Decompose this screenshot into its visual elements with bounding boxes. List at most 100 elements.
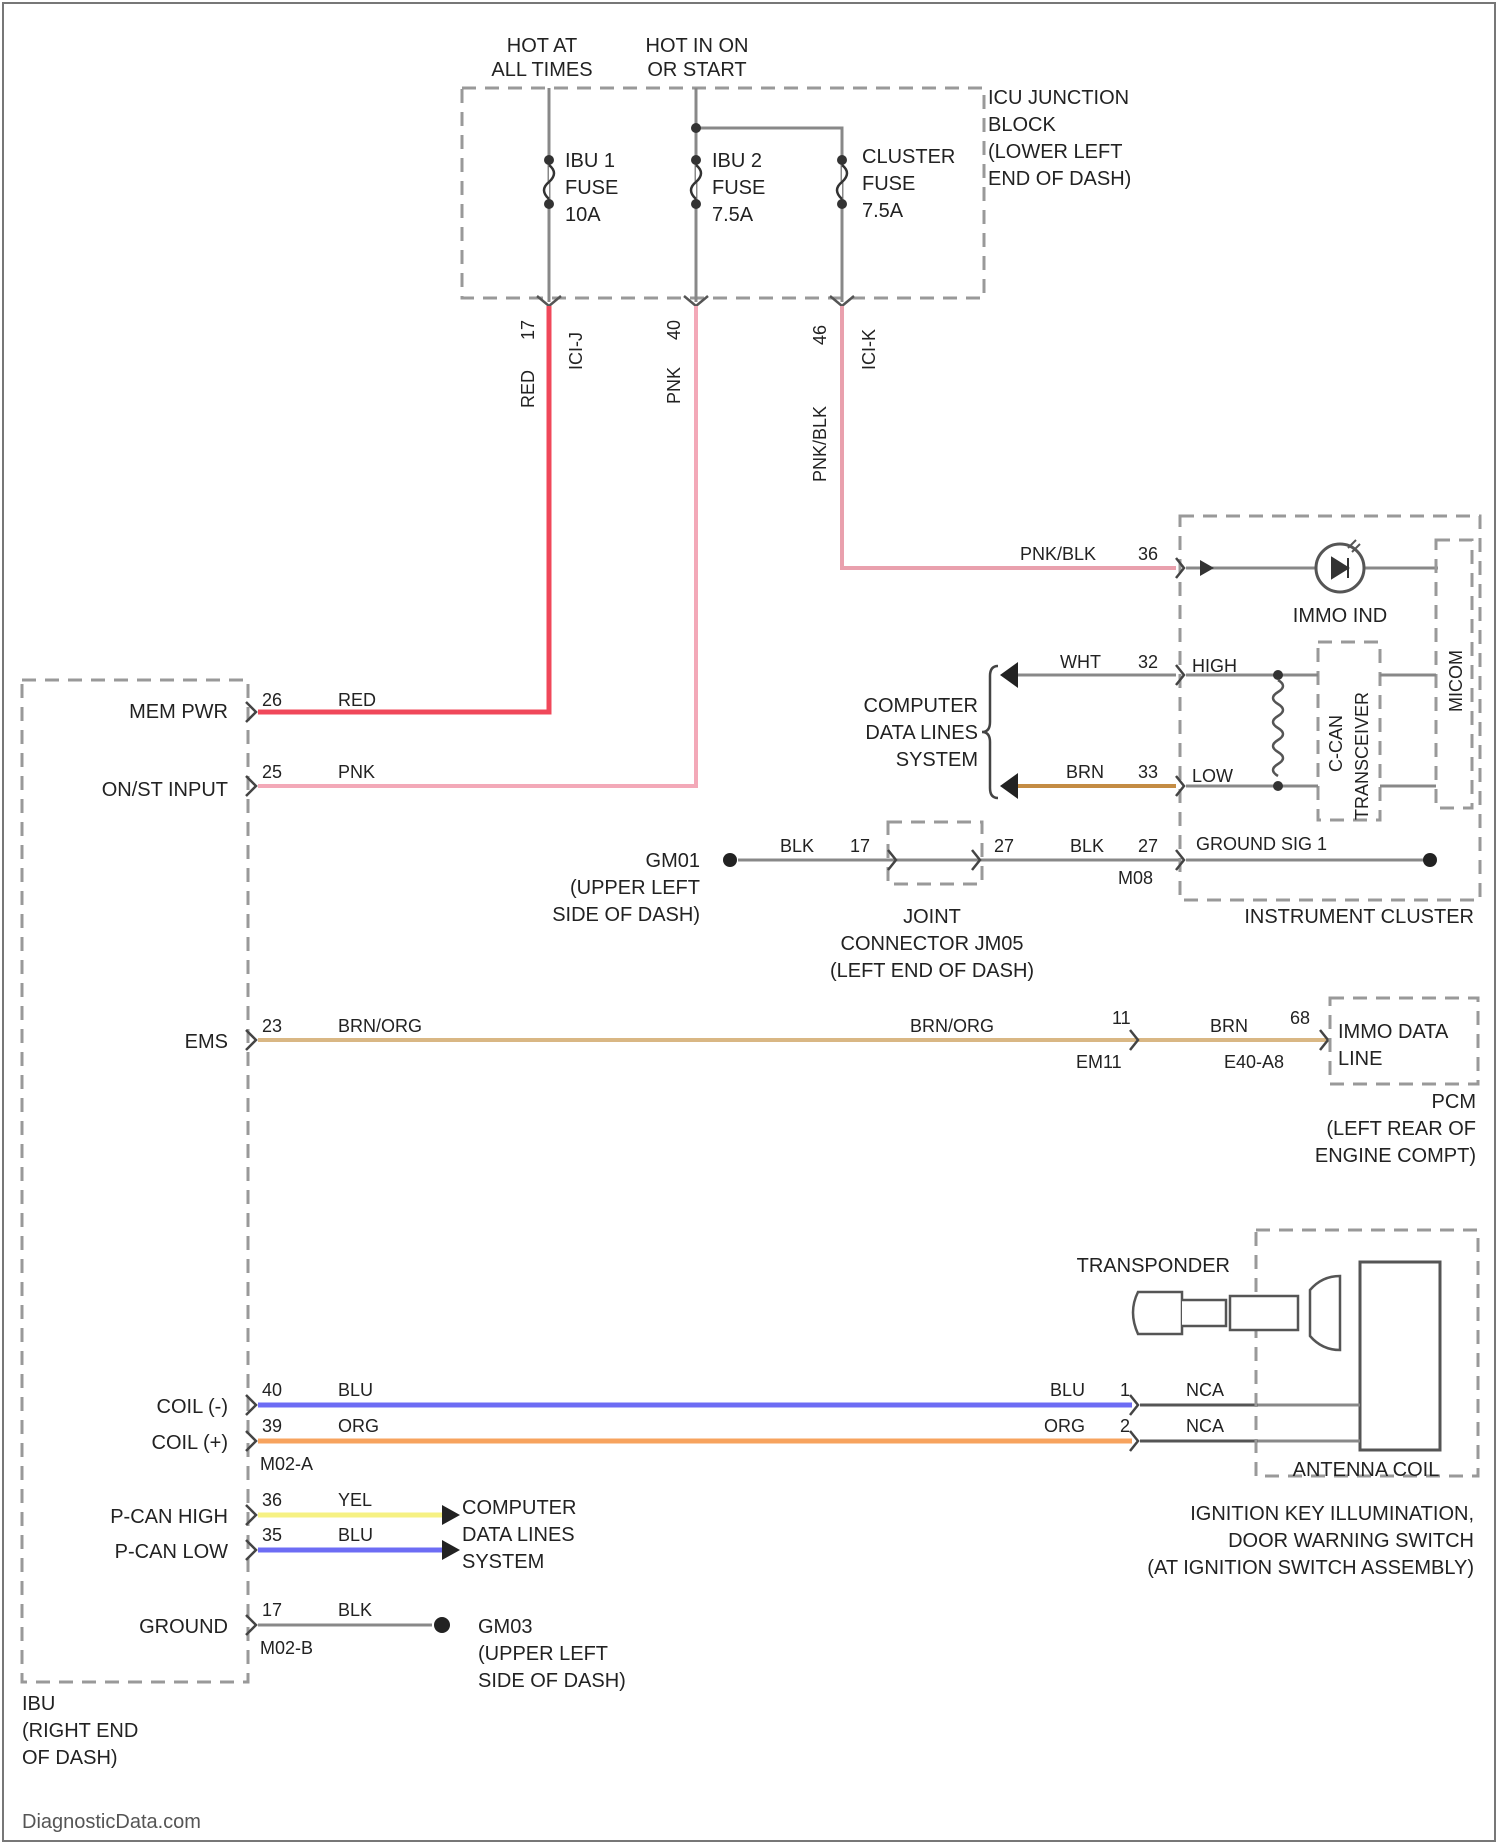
junction-block-title-line3: (LOWER LEFT	[988, 141, 1122, 163]
mem-pwr-label: MEM PWR	[129, 701, 228, 723]
antenna-coil-label: ANTENNA COIL	[1293, 1459, 1440, 1481]
key-cylinder-icon	[1230, 1296, 1298, 1330]
fuse3-label-2: FUSE	[862, 173, 915, 195]
imm-ind-label: IMMO IND	[1293, 605, 1387, 627]
wire-red-label: RED	[518, 370, 538, 408]
connector-icik-label: ICI-K	[859, 329, 879, 370]
wire-label-brnorg: BRN/ORG	[338, 1016, 422, 1036]
antenna-leads	[1258, 1405, 1360, 1441]
fuse1-symbol	[544, 155, 554, 209]
bracket-icon	[982, 666, 998, 798]
wire-label-org: ORG	[338, 1416, 379, 1436]
ibu-title-1: IBU	[22, 1693, 55, 1715]
pin-25-label: 25	[262, 762, 282, 782]
ground-terminal-icon	[1423, 853, 1437, 867]
transceiver-label: TRANSCEIVER	[1352, 692, 1372, 820]
wire-label-blu-antenna: BLU	[1050, 1380, 1085, 1400]
connector-em11-label: EM11	[1076, 1052, 1122, 1072]
pin-17-label: 17	[518, 320, 538, 340]
joint-label-3: (LEFT END OF DASH)	[830, 960, 1034, 982]
wire-label-wht: WHT	[1060, 652, 1101, 672]
gm03-label-2: (UPPER LEFT	[478, 1643, 608, 1665]
splice-dot	[1273, 670, 1283, 680]
fuse3-label-3: 7.5A	[862, 200, 904, 222]
fuse1-label-3: 10A	[565, 204, 601, 226]
micom-link-wires	[1380, 675, 1436, 786]
hot-in-on-line1: HOT IN ON	[646, 35, 749, 57]
can-low-label: LOW	[1192, 766, 1233, 786]
pin-1-label: 1	[1120, 1380, 1130, 1400]
termination-resistor-icon	[1273, 680, 1283, 776]
joint-label-1: JOINT	[903, 906, 961, 928]
arrow-to-cdl-icon	[442, 1505, 460, 1560]
pin-36-label: 36	[1138, 544, 1158, 564]
pcm-title-2: (LEFT REAR OF	[1326, 1118, 1476, 1140]
key-blade-icon	[1182, 1300, 1226, 1326]
wire-label-blk1: BLK	[780, 836, 814, 856]
ibu-outline	[22, 680, 248, 1682]
connector-m08-label: M08	[1118, 868, 1153, 888]
wire-label-pnkblk: PNK/BLK	[1020, 544, 1096, 564]
ccan-label: C-CAN	[1326, 715, 1346, 772]
wire-pnk-label: PNK	[664, 367, 684, 404]
can-high-label: HIGH	[1192, 656, 1237, 676]
gm01-label-2: (UPPER LEFT	[570, 877, 700, 899]
ign-input-label: ON/ST INPUT	[102, 779, 228, 801]
gm01-label-3: SIDE OF DASH)	[552, 904, 700, 926]
nca-label-1: NCA	[1186, 1380, 1224, 1400]
ground-label: GROUND	[139, 1616, 228, 1638]
connector-m02a-label: M02-A	[260, 1454, 313, 1474]
fuse3-symbol	[837, 155, 847, 209]
ignition-title-3: (AT IGNITION SWITCH ASSEMBLY)	[1147, 1557, 1474, 1579]
antenna-coil-body	[1360, 1262, 1440, 1450]
splice-dot	[1273, 781, 1283, 791]
micom-label: MICOM	[1446, 650, 1466, 712]
hot-all-times-line2: ALL TIMES	[491, 59, 592, 81]
cdl-label-1: COMPUTER	[864, 695, 978, 717]
hot-in-on-line2: OR START	[647, 59, 746, 81]
ground-gm01-icon	[723, 853, 737, 867]
joint-label-2: CONNECTOR JM05	[841, 933, 1024, 955]
splice-dot	[691, 123, 701, 133]
ibu-module: IBU (RIGHT END OF DASH) MEM PWR 26 RED O…	[22, 680, 626, 1769]
wire-label-blk: BLK	[338, 1600, 372, 1620]
ibu-title-2: (RIGHT END	[22, 1720, 138, 1742]
wire-label-blu-pcan: BLU	[338, 1525, 373, 1545]
key-head-icon	[1133, 1292, 1182, 1334]
coil-minus-label: COIL (-)	[157, 1396, 228, 1418]
ibu-title-3: OF DASH)	[22, 1747, 118, 1769]
ibu-cdl-label-2: DATA LINES	[462, 1524, 575, 1546]
fuse2-label-1: IBU 2	[712, 150, 762, 172]
wire-label-red: RED	[338, 690, 376, 710]
junction-block-title-line1: ICU JUNCTION	[988, 87, 1129, 109]
wire-label-brn: BRN	[1066, 762, 1104, 782]
connector-icij-label: ICI-J	[566, 332, 586, 370]
connector-m02b-label: M02-B	[260, 1638, 313, 1658]
wire-pnk-blk	[842, 306, 1176, 568]
instrument-cluster: INSTRUMENT CLUSTER PNK/BLK 36 IMMO IND M…	[552, 516, 1480, 982]
cdl-label-3: SYSTEM	[896, 749, 978, 771]
pin-33-label: 33	[1138, 762, 1158, 782]
ems-label: EMS	[185, 1031, 228, 1053]
fuse2-label-2: FUSE	[712, 177, 765, 199]
wire-red	[258, 306, 549, 712]
wire-label-yel: YEL	[338, 1490, 372, 1510]
immo-data-label-2: LINE	[1338, 1048, 1382, 1070]
ignition-title-1: IGNITION KEY ILLUMINATION,	[1190, 1503, 1474, 1525]
transponder-label: TRANSPONDER	[1077, 1255, 1230, 1277]
gm01-label-1: GM01	[646, 850, 700, 872]
pin-17-ibu-label: 17	[262, 1600, 282, 1620]
joint-connector-box	[888, 822, 982, 884]
pin-27-joint-label: 27	[994, 836, 1014, 856]
pin-68-label: 68	[1290, 1008, 1310, 1028]
fuse2-label-3: 7.5A	[712, 204, 754, 226]
fuse1-label-2: FUSE	[565, 177, 618, 199]
ground-gm03-icon	[434, 1617, 450, 1633]
wire-label-brn-pcm: BRN	[1210, 1016, 1248, 1036]
gm03-label-1: GM03	[478, 1616, 532, 1638]
ignition-title-2: DOOR WARNING SWITCH	[1228, 1530, 1474, 1552]
pin-23-label: 23	[262, 1016, 282, 1036]
pin-32-label: 32	[1138, 652, 1158, 672]
